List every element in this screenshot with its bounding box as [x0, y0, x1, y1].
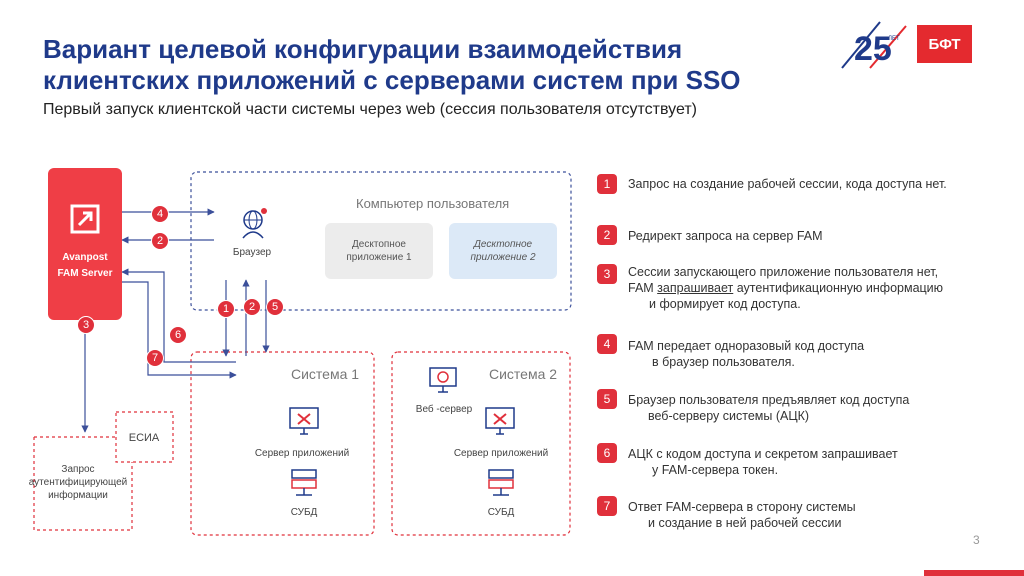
step-text: Сессии запускающего приложение пользоват…: [628, 264, 988, 312]
esia-label: ЕСИА: [128, 432, 160, 444]
page-subtitle: Первый запуск клиентской части системы ч…: [43, 101, 697, 118]
step-number: 3: [597, 264, 617, 284]
logo-years-sub: ЛЕТ: [888, 36, 900, 42]
logo-years: 25: [854, 30, 892, 68]
step-number: 1: [597, 174, 617, 194]
step-4-line1: FAM передает одноразовый код доступа: [628, 339, 865, 353]
step-3-line1: Сессии запускающего приложение пользоват…: [628, 265, 939, 279]
step-3-line2a: FAM: [628, 281, 658, 295]
desktop-app-1: Десктопное приложение 1: [325, 223, 433, 279]
arrow-badge-3: 3: [77, 316, 95, 334]
step-text: FAM передает одноразовый код доступа в б…: [628, 338, 988, 370]
avanpost-fam-server: [48, 168, 122, 320]
system1-db-label: СУБД: [290, 507, 318, 518]
system2-db-label: СУБД: [487, 507, 515, 518]
step-5-line2: веб-серверу системы (АЦК): [648, 409, 810, 423]
arrow-badge-2b: 2: [243, 298, 261, 316]
step-text: Запрос на создание рабочей сессии, кода …: [628, 177, 947, 191]
auth-request-label: Запрос аутентифицирующей информации: [28, 464, 128, 501]
page-number: 3: [973, 533, 980, 547]
arrow-7: [122, 281, 237, 379]
system2-box: [391, 351, 571, 536]
arrow-badge-2: 2: [151, 232, 169, 250]
step-number: 4: [597, 334, 617, 354]
step-7-line2: и создание в ней рабочей сессии: [648, 516, 842, 530]
step-number: 7: [597, 496, 617, 516]
computer-title: Компьютер пользователя: [356, 196, 510, 211]
computer-box: [190, 171, 572, 311]
arrow-6: [121, 268, 236, 363]
arrow-badge-5: 5: [266, 298, 284, 316]
page-title: Вариант целевой конфигурации взаимодейст…: [43, 34, 741, 95]
brand-logo: БФТ: [917, 25, 972, 63]
system1-box: [190, 351, 375, 536]
system2-web-server-label: Веб -сервер: [415, 404, 473, 415]
step-3-line2: FAM запрашивает аутентификационную инфор…: [628, 280, 988, 296]
avanpost-label: Avanpost FAM Server: [48, 250, 122, 282]
app-server-icon: [485, 407, 515, 435]
step-6-line1: АЦК с кодом доступа и секретом запрашива…: [628, 447, 898, 461]
arrow-badge-4: 4: [151, 205, 169, 223]
browser-icon: [242, 208, 267, 239]
browser-label: Браузер: [232, 247, 272, 258]
web-server-icon: [429, 367, 457, 393]
arrow-badge-1: 1: [217, 300, 235, 318]
database-icon: [488, 469, 514, 496]
system2-app-server-label: Сервер приложений: [453, 448, 549, 459]
system2-title: Система 2: [489, 366, 558, 382]
step-7-line1: Ответ FAM-сервера в сторону системы: [628, 500, 856, 514]
step-number: 5: [597, 389, 617, 409]
avanpost-logo-icon: [70, 204, 100, 234]
desktop-app-2: Десктопное приложение 2: [449, 223, 557, 279]
esia-box: [115, 411, 174, 463]
step-number: 2: [597, 225, 617, 245]
anniversary-logo: 25 ЛЕТ: [841, 21, 907, 69]
step-text: Браузер пользователя предъявляет код дос…: [628, 392, 988, 424]
system1-app-server-label: Сервер приложений: [254, 448, 350, 459]
step-3-line2c: аутентификационную информацию: [733, 281, 944, 295]
step-3-line2b: запрашивает: [657, 281, 734, 295]
step-6-line2: у FAM-сервера токен.: [652, 463, 779, 477]
avanpost-line1: Avanpost: [62, 252, 108, 263]
step-4-line2: в браузер пользователя.: [652, 355, 795, 369]
database-icon: [291, 469, 317, 496]
system1-title: Система 1: [291, 366, 360, 382]
step-text: Редирект запроса на сервер FAM: [628, 229, 823, 243]
step-5-line1: Браузер пользователя предъявляет код дос…: [628, 393, 910, 407]
app-server-icon: [289, 407, 319, 435]
auth-request-box: [33, 436, 133, 531]
step-3-line3: и формирует код доступа.: [649, 297, 801, 311]
arrow-badge-7: 7: [146, 349, 164, 367]
step-text: Ответ FAM-сервера в сторону системы и со…: [628, 499, 988, 531]
arrow-badge-6: 6: [169, 326, 187, 344]
step-text: АЦК с кодом доступа и секретом запрашива…: [628, 446, 988, 478]
step-number: 6: [597, 443, 617, 463]
avanpost-line2: FAM Server: [57, 268, 113, 279]
